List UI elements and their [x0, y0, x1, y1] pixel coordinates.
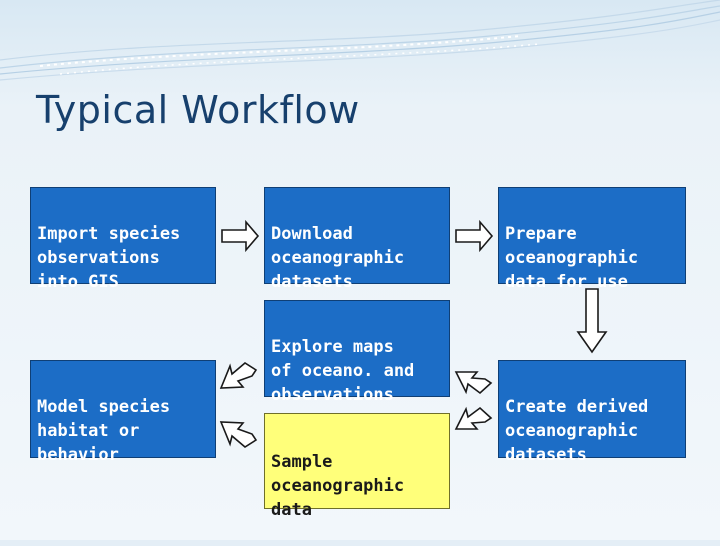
arrow-down-left-icon	[221, 363, 256, 388]
arrow-up-left-icon	[456, 372, 491, 393]
arrow-down-icon	[578, 289, 606, 352]
arrow-right-icon	[456, 222, 492, 250]
arrow-down-left-icon	[456, 408, 491, 429]
arrow-right-icon	[222, 222, 258, 250]
arrow-up-left-icon	[221, 422, 256, 447]
